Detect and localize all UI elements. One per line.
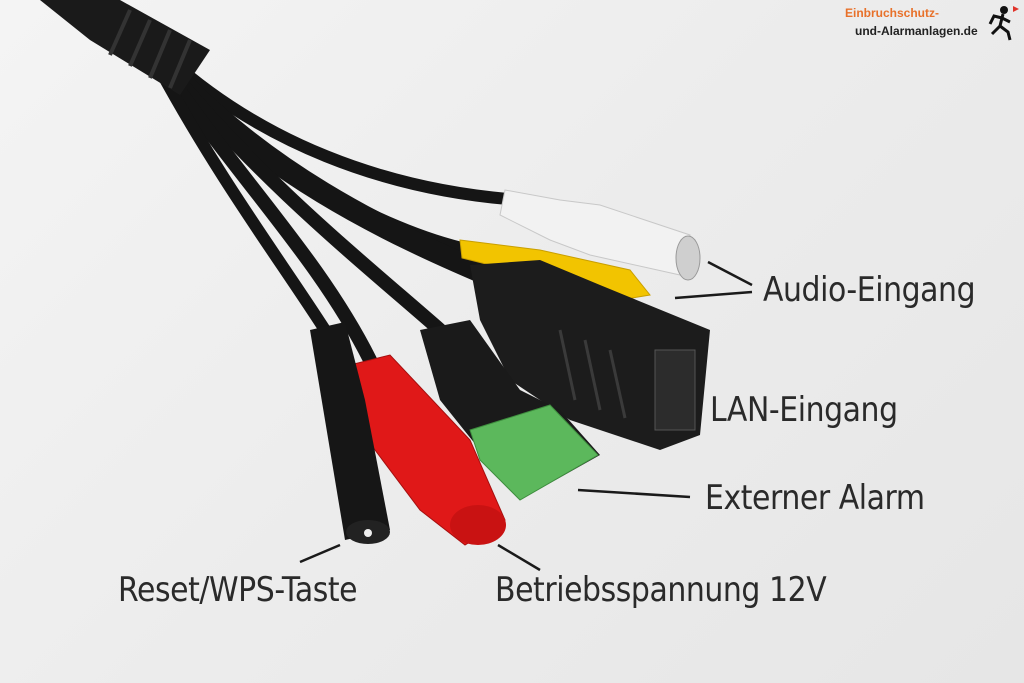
label-reset-wps: Reset/WPS-Taste [118, 570, 358, 610]
logo-line-2: und-Alarmanlagen.de [855, 24, 978, 38]
pointer-lines [299, 260, 753, 572]
label-external-alarm: Externer Alarm [705, 478, 925, 518]
rj45-lan-connector [470, 260, 710, 450]
pointer-alarm [577, 488, 691, 499]
terminal-block-green [420, 320, 600, 501]
cable-power [158, 63, 377, 367]
cable-audio [164, 54, 526, 206]
dc-power-jack-red [349, 354, 506, 546]
reset-jack-black [310, 322, 390, 544]
label-lan-input: LAN-Eingang [710, 390, 898, 430]
site-logo: Einbruchschutz- und-Alarmanlagen.de [845, 4, 1020, 44]
pointer-reset [299, 543, 341, 564]
logo-line-1: Einbruchschutz- [845, 6, 940, 20]
pointer-power [497, 543, 541, 572]
cable-reset [154, 64, 331, 336]
pointer-audio-2 [674, 290, 753, 300]
running-burglar-icon [988, 6, 1019, 41]
rca-white-connector [499, 189, 701, 281]
label-power-12v: Betriebsspannung 12V [495, 570, 827, 610]
main-cable-sleeve [40, 0, 210, 95]
label-audio-input: Audio-Eingang [763, 270, 976, 310]
cable-alarm [163, 63, 447, 337]
pointer-audio-1 [707, 260, 753, 287]
